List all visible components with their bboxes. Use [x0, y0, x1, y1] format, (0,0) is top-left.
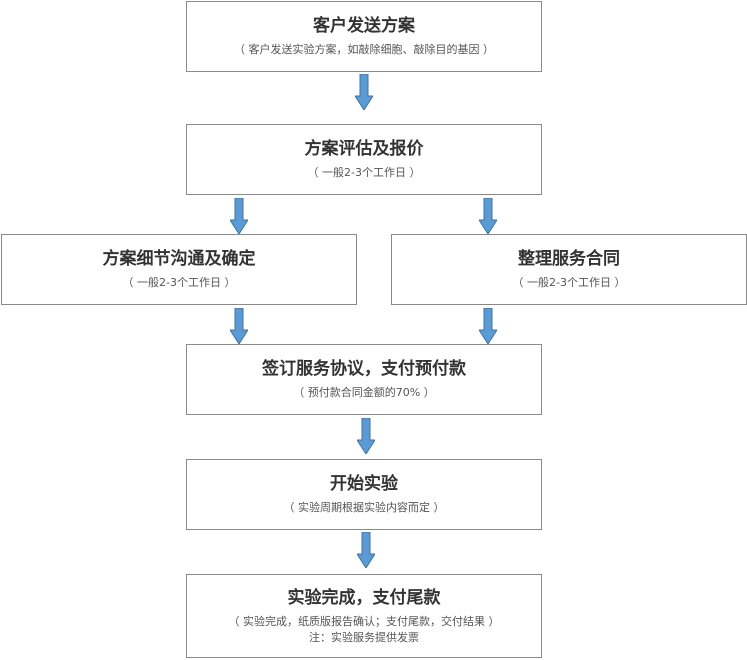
- step-evaluation-quote: 方案评估及报价 （ 一般2-3个工作日 ）: [186, 124, 542, 195]
- flow-arrow-down-icon: [479, 198, 497, 234]
- step-service-contract-note: （ 一般2-3个工作日 ）: [512, 276, 626, 289]
- step-plan-details-note: （ 一般2-3个工作日 ）: [122, 276, 236, 289]
- step-start-experiment-note: （ 实验周期根据实验内容而定 ）: [283, 501, 445, 514]
- step-start-experiment-title: 开始实验: [330, 474, 398, 494]
- step-experiment-complete-title: 实验完成，支付尾款: [287, 587, 441, 608]
- flow-arrow-down-icon: [355, 74, 373, 110]
- step-start-experiment: 开始实验 （ 实验周期根据实验内容而定 ）: [186, 459, 542, 530]
- flow-arrow-down-icon: [230, 198, 248, 234]
- step-plan-details-title: 方案细节沟通及确定: [102, 249, 256, 269]
- step-service-contract-title: 整理服务合同: [518, 249, 620, 269]
- flow-arrow-down-icon: [230, 308, 248, 344]
- step-evaluation-quote-note: （ 一般2-3个工作日 ）: [307, 166, 421, 179]
- step-sign-agreement: 签订服务协议，支付预付款 （ 预付款合同金额的70% ）: [186, 344, 542, 415]
- step-experiment-complete-invoice-note: 注：实验服务提供发票: [309, 630, 419, 644]
- flow-arrow-down-icon: [357, 418, 375, 454]
- step-experiment-complete: 实验完成，支付尾款 （ 实验完成，纸质版报告确认；支付尾款，交付结果 ） 注：实…: [186, 574, 542, 658]
- step-service-contract: 整理服务合同 （ 一般2-3个工作日 ）: [391, 234, 747, 305]
- step-send-plan: 客户发送方案 （ 客户发送实验方案，如敲除细胞、敲除目的基因 ）: [186, 1, 542, 72]
- step-plan-details: 方案细节沟通及确定 （ 一般2-3个工作日 ）: [1, 234, 357, 305]
- step-send-plan-note: （ 客户发送实验方案，如敲除细胞、敲除目的基因 ）: [234, 43, 494, 56]
- step-send-plan-title: 客户发送方案: [313, 16, 415, 36]
- step-evaluation-quote-title: 方案评估及报价: [304, 139, 424, 159]
- step-sign-agreement-title: 签订服务协议，支付预付款: [262, 359, 466, 379]
- flow-arrow-down-icon: [479, 308, 497, 344]
- step-sign-agreement-note: （ 预付款合同金额的70% ）: [293, 386, 435, 399]
- flow-arrow-down-icon: [357, 532, 375, 568]
- step-experiment-complete-note: （ 实验完成，纸质版报告确认；支付尾款，交付结果 ）: [228, 614, 500, 628]
